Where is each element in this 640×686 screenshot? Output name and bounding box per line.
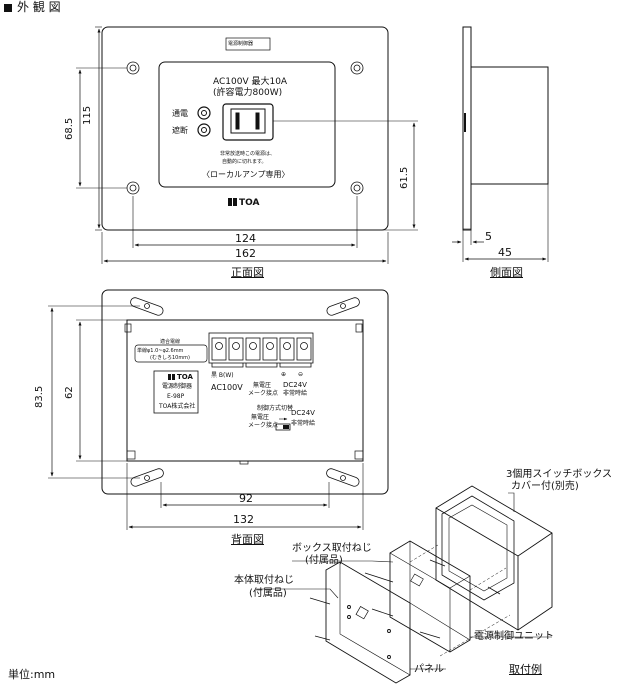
dim-front-hole-h: 124 — [235, 232, 256, 245]
wire-spec1: 単線φ1.0~φ2.6mm — [137, 348, 184, 354]
mode-switch — [275, 423, 291, 431]
panel-label: パネル — [414, 664, 444, 675]
front-brand: TOA — [239, 198, 260, 208]
screws — [309, 559, 501, 641]
side-view — [452, 26, 549, 262]
switch-left2: メーク接点 — [248, 422, 279, 429]
plate-line2: E-98P — [167, 393, 185, 400]
side-body — [470, 66, 549, 185]
dim-front-socket: 61.5 — [399, 166, 410, 189]
box-screw2: (付属品) — [305, 555, 343, 566]
lamp-power-icon — [197, 106, 211, 120]
dim-front-width: 162 — [235, 247, 256, 260]
dim-back-hole: 92 — [239, 492, 253, 505]
install-caption: 取付例 — [509, 663, 542, 676]
name-plate — [153, 370, 199, 414]
front-caption: 正面図 — [231, 266, 264, 279]
body-screw1: 本体取付ねじ — [234, 575, 294, 586]
socket-face — [230, 108, 266, 134]
front-view — [76, 26, 418, 264]
body-screw2: (付属品) — [249, 588, 287, 599]
term-plus: ⊕ — [281, 371, 287, 378]
front-screws — [126, 61, 364, 195]
lamp-power-label: 通電 — [172, 109, 188, 118]
term-ac: AC100V — [211, 383, 243, 392]
dim-front-hole-v: 68.5 — [64, 117, 75, 140]
term-right: DC24V — [283, 381, 307, 389]
local-amp-label: 〈ローカルアンプ専用〉 — [202, 170, 290, 179]
section-title: 外 観 図 — [17, 0, 61, 14]
wire-title: 適合電線 — [160, 339, 181, 345]
plate-line1: 電源制御器 — [162, 383, 193, 390]
terminal-block — [208, 332, 314, 368]
front-window — [158, 61, 336, 188]
lamp-cutoff-label: 遮断 — [172, 126, 188, 135]
unit-note: 単位:mm — [8, 668, 56, 681]
socket-outline — [222, 103, 274, 141]
switch-right: DC24V — [291, 409, 315, 417]
back-slots — [130, 297, 360, 487]
term-left: 黒 B(W) — [211, 372, 234, 379]
back-brand: TOA — [177, 373, 193, 381]
front-top-label: 電源制御器 — [228, 41, 254, 47]
side-caption: 側面図 — [490, 266, 523, 279]
wire-spec2: (むきしろ10mm) — [150, 355, 191, 361]
note-line1: 非常放送時この電源は、 — [220, 151, 276, 157]
back-toa-logo-icon — [168, 374, 171, 380]
term-mid: 無電圧 — [253, 382, 272, 389]
dim-back-width: 132 — [233, 513, 254, 526]
box-screw1: ボックス取付ねじ — [292, 543, 372, 554]
dim-side-depth: 45 — [498, 246, 512, 259]
plate-line3: TOA株式会社 — [159, 403, 196, 410]
panel — [325, 561, 411, 684]
lamp-cutoff-icon — [197, 123, 211, 137]
box-label2: カバー付(別売) — [511, 481, 579, 492]
dim-back-height: 83.5 — [34, 385, 45, 408]
title-square-icon — [4, 4, 12, 12]
note-line2: 自動的に切れます。 — [222, 159, 267, 165]
switch-right2: 非常時給 — [291, 420, 316, 427]
front-top-label-box — [225, 37, 271, 51]
unit-label: 電源制御ユニット — [474, 631, 554, 642]
term-right2: 非常時給 — [283, 390, 308, 397]
term-minus: ⊖ — [298, 371, 304, 378]
switch-title: 制御方式切替 — [257, 405, 294, 412]
toa-logo-icon — [228, 198, 232, 206]
rating-line2: (許容電力800W) — [213, 88, 283, 98]
install-view — [256, 485, 553, 684]
dim-back-inner: 62 — [64, 386, 75, 399]
dim-front-height: 115 — [82, 105, 93, 125]
back-caption: 背面図 — [231, 533, 264, 546]
rating-line1: AC100V 最大10A — [213, 77, 288, 87]
switch-left: 無電圧 — [251, 414, 270, 421]
term-mid2: メーク接点 — [248, 390, 279, 397]
back-view — [48, 289, 389, 530]
dim-side-thin: 5 — [485, 230, 492, 243]
box-label1: 3個用スイッチボックス — [506, 469, 613, 480]
front-plate — [101, 26, 389, 231]
back-plate — [101, 289, 389, 495]
wire-spec-box — [134, 344, 208, 363]
